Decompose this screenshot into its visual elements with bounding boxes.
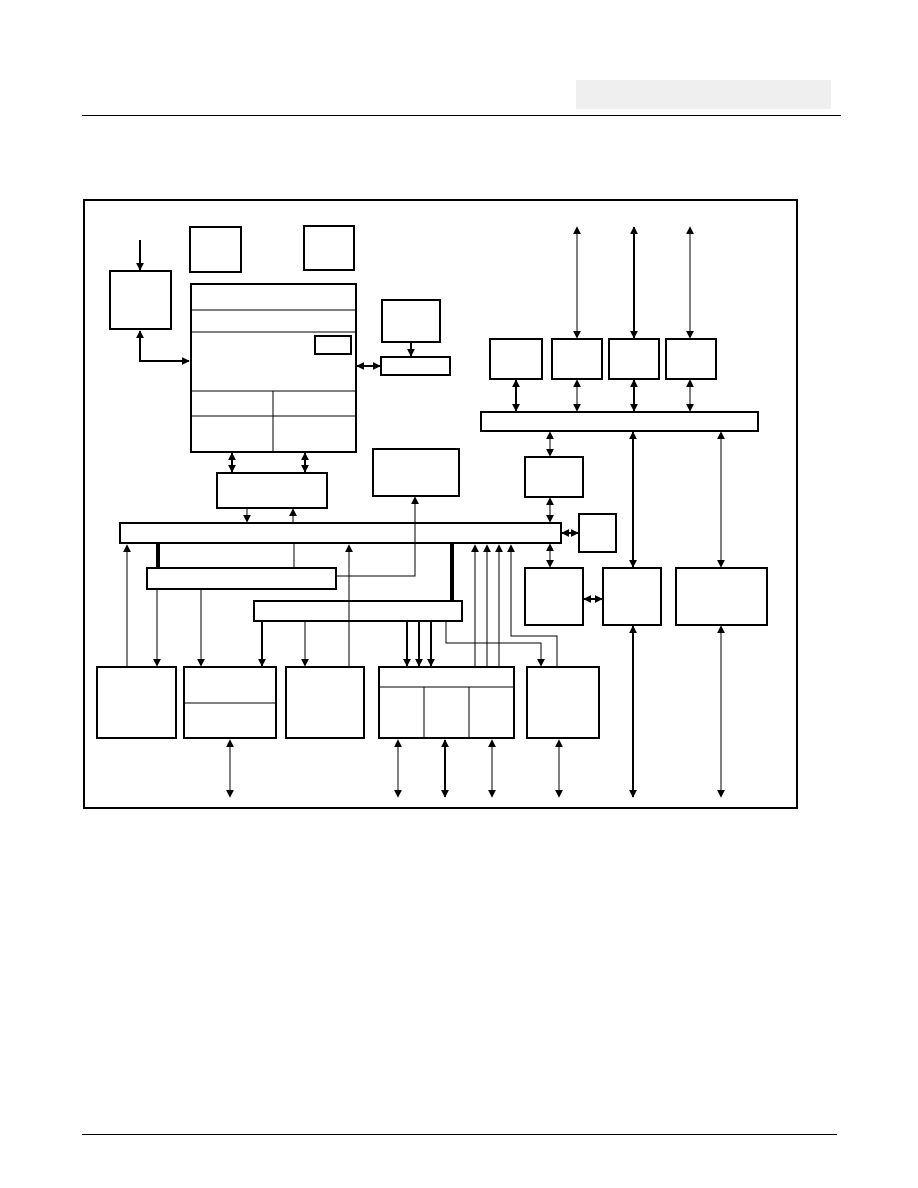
aux-block (381, 299, 441, 343)
center-block (372, 448, 460, 497)
periph-block-1 (489, 338, 543, 380)
right-lower-block-1 (524, 567, 584, 626)
bottom5-up-line (507, 544, 558, 666)
periph-block-3 (608, 338, 660, 380)
right-lower-block-2 (602, 567, 662, 626)
peripheral-bus (480, 411, 759, 432)
center-to-subbus1-line (337, 497, 416, 577)
bottom-block-3 (285, 666, 365, 739)
top-small-block-2 (303, 225, 355, 271)
header-title-band (576, 80, 831, 109)
sub-bus-1 (146, 567, 337, 590)
input-to-core-arrow (136, 330, 190, 365)
core-small-register (314, 335, 352, 355)
footer-rule (82, 1134, 837, 1135)
sub-bus-2 (253, 600, 463, 622)
input-block (109, 270, 172, 330)
aux-bar (380, 356, 451, 376)
main-bus (119, 522, 562, 544)
bus-bridge-block (524, 456, 584, 498)
bottom-block-4 (378, 666, 515, 739)
bottom-block-5 (526, 666, 600, 739)
periph-block-2 (551, 338, 603, 380)
bridge-block (216, 472, 328, 509)
right-lower-block-3 (675, 567, 768, 626)
top-small-block-1 (189, 226, 242, 273)
periph-block-4 (665, 338, 717, 380)
bus-side-block (578, 513, 617, 553)
subbus2-bottom5-line (445, 622, 545, 667)
header-rule (82, 115, 841, 116)
bottom-block-1 (96, 666, 177, 739)
